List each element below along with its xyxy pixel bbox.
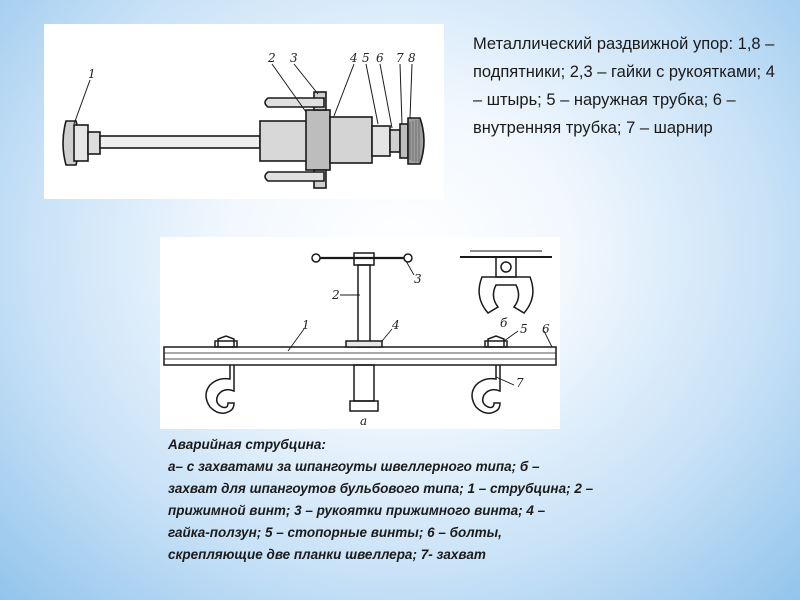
clamp-label-5: 5 xyxy=(520,322,528,336)
clamp-label-1: 1 xyxy=(302,318,310,332)
clamp-label-6: 6 xyxy=(542,322,550,336)
prop-label-5: 5 xyxy=(362,51,370,65)
slider-nut xyxy=(345,340,383,348)
left-hook xyxy=(205,365,235,414)
thin-bar xyxy=(99,135,261,149)
clamp-caption-line: гайка-ползун; 5 – стопорные винты; 6 – б… xyxy=(168,525,502,540)
prop-label-1: 1 xyxy=(88,67,96,81)
clamp-label-2: 2 xyxy=(331,288,340,302)
nut xyxy=(305,109,331,171)
channel-beam xyxy=(163,346,557,366)
clamp-caption: Аварийная струбцина: а– с захватами за ш… xyxy=(168,434,608,566)
outer-tube xyxy=(259,120,311,162)
clamp-caption-line: скрепляющие две планки швеллера; 7- захв… xyxy=(168,547,486,562)
prop-label-7: 7 xyxy=(396,51,404,65)
clamp-figure: 1 2 3 4 5 6 7 а б xyxy=(160,237,560,429)
prop-label-2: 2 xyxy=(267,51,276,65)
prop-label-3: 3 xyxy=(290,51,298,65)
clamp-drawing: 1 2 3 4 5 6 7 а б xyxy=(163,250,557,428)
prop-figure: 1 2 3 4 5 6 7 8 xyxy=(44,24,444,199)
lower-handle xyxy=(264,171,325,182)
clamp-label-3: 3 xyxy=(414,272,422,286)
prop-caption: Металлический раздвижной упор: 1,8 – под… xyxy=(473,35,775,137)
upper-handle xyxy=(264,97,325,108)
prop-label-4: 4 xyxy=(349,51,358,65)
clamp-label-4: 4 xyxy=(391,318,400,332)
clamp-caption-line: захват для шпангоутов бульбового типа; 1… xyxy=(168,481,594,496)
clamp-caption-line: прижимной винт; 3 – рукоятки прижимного … xyxy=(168,503,546,518)
clamp-label-7: 7 xyxy=(516,376,524,390)
prop-label-6: 6 xyxy=(376,51,384,65)
prop-label-8: 8 xyxy=(408,51,416,65)
right-hook xyxy=(471,365,501,414)
bulb-grip xyxy=(478,276,534,314)
clamp-screw xyxy=(357,264,371,348)
clamp-sublabel-b: б xyxy=(500,316,508,330)
prop-drawing: 1 2 3 4 5 6 7 8 xyxy=(62,51,425,189)
clamp-caption-line: а– с захватами за шпангоуты швеллерного … xyxy=(168,459,540,474)
clamp-sublabel-a: а xyxy=(360,414,367,428)
clamp-caption-line: Аварийная струбцина: xyxy=(168,437,326,452)
